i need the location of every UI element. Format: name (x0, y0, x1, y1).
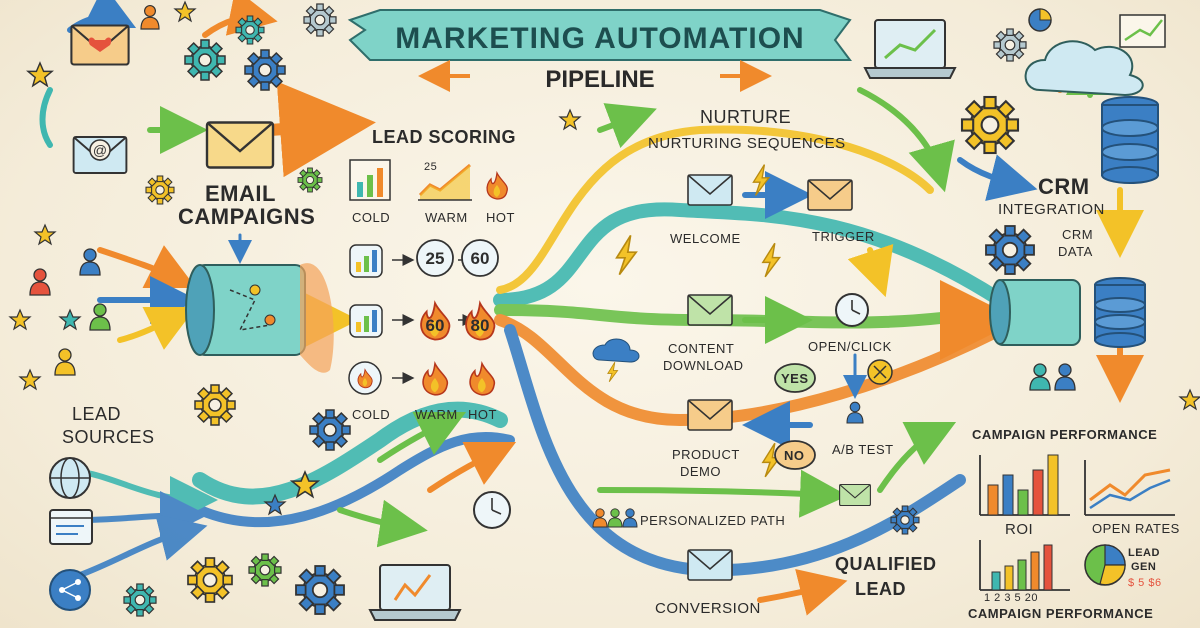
scoring-chart-cold (349, 159, 391, 201)
crm-integration-label: INTEGRATION (998, 201, 1105, 218)
crm-data-line1: CRM (1062, 227, 1094, 242)
open-rates-label: OPEN RATES (1092, 521, 1180, 536)
email-campaigns-title-line2: CAMPAIGNS (178, 204, 316, 229)
scoring-top-label-cold: COLD (352, 210, 391, 225)
laptop-top (863, 19, 957, 79)
step-welcome: WELCOME (670, 231, 741, 246)
funnel-right (989, 279, 1081, 346)
title-banner (347, 9, 852, 92)
svg-text:@: @ (93, 142, 107, 158)
lead-sources-title-line2: SOURCES (62, 427, 155, 447)
share-icon (49, 569, 91, 611)
database-mid (1094, 277, 1146, 348)
score-badge-60: 60 (470, 249, 490, 268)
lead-scoring-title: LEAD SCORING (372, 127, 517, 147)
scoring-top-label-hot: HOT (486, 210, 515, 225)
crm-data-line2: DATA (1058, 244, 1093, 259)
no-bubble-label: NO (784, 448, 805, 463)
step-ab-test: A/B TEST (832, 442, 894, 457)
axis-ticks-label: 1 2 3 5 20 (984, 592, 1038, 604)
flame-score-80: 80 (470, 316, 490, 335)
crm-title: CRM (1038, 174, 1090, 199)
step-content-line2: DOWNLOAD (663, 358, 744, 373)
funnel-left (185, 263, 334, 373)
top-right-mini-charts (1028, 8, 1166, 48)
scoring-chart-number: 25 (424, 161, 438, 173)
campaign-performance-top: CAMPAIGN PERFORMANCE (972, 427, 1158, 442)
alarm-clock-icon (835, 293, 869, 327)
roi-label: ROI (1005, 521, 1034, 538)
lead-gen-pie-chart (1084, 544, 1126, 586)
personalized-path-label: PERSONALIZED PATH (640, 513, 786, 528)
nurture-title: NURTURE (700, 107, 792, 127)
flame-score-60: 60 (425, 316, 445, 335)
scoring-bottom-label-hot: HOT (468, 407, 497, 422)
open-rates-line-chart (1084, 460, 1175, 516)
globe-icon (49, 457, 91, 499)
yes-bubble-label: YES (781, 371, 809, 386)
step-product-line2: DEMO (680, 464, 721, 479)
campaign-performance-bottom: CAMPAIGN PERFORMANCE (968, 606, 1154, 621)
scoring-chart-warm (418, 163, 472, 201)
step-trigger: TRIGGER (812, 229, 875, 244)
clock-icon (473, 491, 511, 529)
email-campaigns-title-line1: EMAIL (205, 181, 276, 206)
qualified-lead-line1: QUALIFIED (835, 554, 937, 574)
lead-gen-line2: GEN (1131, 561, 1157, 573)
banner-subtitle: PIPELINE (545, 66, 655, 93)
nurturing-sequences-title: NURTURING SEQUENCES (648, 135, 846, 152)
step-content-line1: CONTENT (668, 341, 735, 356)
browser-icon (49, 509, 93, 545)
conversion-label: CONVERSION (655, 600, 761, 617)
step-product-line1: PRODUCT (672, 447, 740, 462)
lead-gen-scribble: $ 5 $6 (1128, 577, 1162, 589)
lead-gen-line1: LEAD (1128, 547, 1160, 559)
scoring-bottom-label-warm: WARM (415, 407, 458, 422)
database-top (1101, 96, 1159, 184)
step-open-click: OPEN/CLICK (808, 339, 892, 354)
performance-bar-chart (979, 454, 1070, 516)
lead-sources-title-line1: LEAD (72, 404, 122, 424)
score-badge-25: 25 (425, 249, 445, 268)
qualified-lead-line2: LEAD (855, 579, 906, 599)
laptop-bottom (368, 564, 462, 621)
bottom-bar-chart (979, 540, 1070, 591)
scoring-bottom-label-cold: COLD (352, 407, 391, 422)
banner-title: MARKETING AUTOMATION (395, 22, 805, 55)
scoring-top-label-warm: WARM (425, 210, 468, 225)
